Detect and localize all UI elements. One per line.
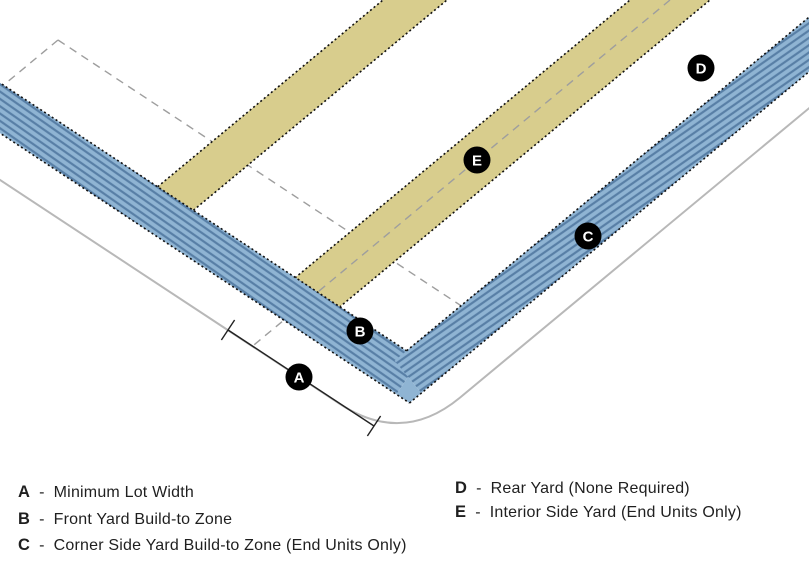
marker-b: B (346, 317, 374, 345)
marker-e-circle (463, 146, 491, 174)
marker-d-letter: D (696, 60, 707, 77)
side-lot-line-dashed-center (251, 0, 671, 347)
marker-a-circle (285, 363, 313, 391)
marker-a: A (285, 363, 313, 391)
band-edge-dotted-y2-left (294, 0, 632, 279)
legend-label-b: Front Yard Build-to Zone (53, 511, 233, 528)
legend-separator: - (39, 537, 45, 554)
legend-item-d: D - Rear Yard (None Required) (455, 479, 690, 498)
legend-letter-c: C (18, 536, 31, 554)
legend-label-a: Minimum Lot Width (53, 484, 194, 501)
legend-letter-d: D (455, 479, 468, 497)
band-edge-dotted-y1-right (192, 0, 449, 211)
dimension-tick-start (220, 319, 236, 341)
legend-item-a: A - Minimum Lot Width (18, 483, 194, 502)
marker-c-circle (574, 222, 602, 250)
legend-letter-b: B (18, 510, 31, 528)
legend-item-b: B - Front Yard Build-to Zone (18, 510, 232, 529)
marker-e-letter: E (472, 152, 482, 169)
marker-a-letter: A (294, 369, 305, 386)
marker-d: D (687, 54, 715, 82)
legend-label-d: Rear Yard (None Required) (490, 480, 690, 497)
marker-d-circle (687, 54, 715, 82)
band-edge-dotted-y1-left (157, 0, 385, 188)
legend-letter-e: E (455, 503, 467, 521)
corner-side-yard-band (394, 17, 809, 394)
marker-b-circle (346, 317, 374, 345)
marker-b-letter: B (355, 323, 366, 340)
legend-letter-a: A (18, 483, 31, 501)
interior-side-yard-band-1 (157, 0, 447, 211)
interior-lot-line-dashed-long (57, 39, 462, 307)
rear-lot-line-dashed-left (0, 39, 59, 89)
marker-e: E (463, 146, 491, 174)
legend-item-e: E - Interior Side Yard (End Units Only) (455, 503, 742, 522)
dimension-tick-end (366, 415, 382, 437)
interior-side-yard-band-2 (295, 0, 710, 307)
legend-item-c: C - Corner Side Yard Build-to Zone (End … (18, 536, 407, 555)
legend-separator: - (39, 511, 45, 528)
front-yard-build-to-band (0, 82, 420, 395)
legend-label-e: Interior Side Yard (End Units Only) (489, 504, 742, 521)
blue-band-corner-joint (396, 376, 422, 403)
marker-c-letter: C (583, 228, 594, 245)
legend-label-c: Corner Side Yard Build-to Zone (End Unit… (53, 537, 407, 554)
legend-separator: - (39, 484, 45, 501)
legend-separator: - (475, 504, 481, 521)
band-edge-dotted-corner-outer (408, 70, 809, 404)
band-edge-dotted-front-inner (0, 81, 408, 352)
band-edge-dotted-front-outer (0, 132, 410, 404)
legend-separator: - (476, 480, 482, 497)
marker-c: C (574, 222, 602, 250)
